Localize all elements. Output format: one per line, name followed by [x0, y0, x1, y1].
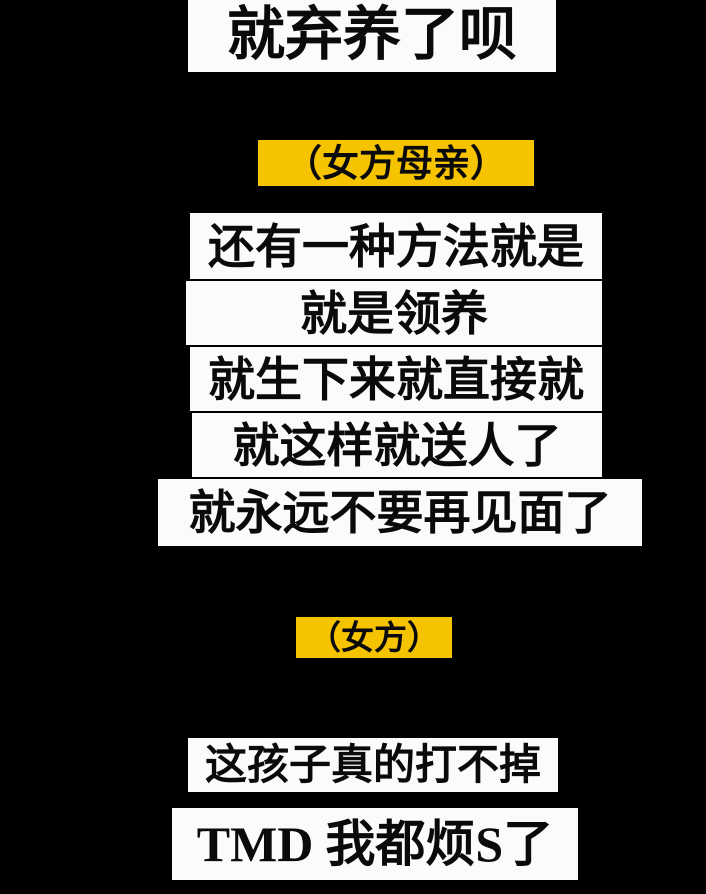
caption-line-1: 还有一种方法就是	[190, 213, 602, 279]
caption-line-7-latin-prefix: TMD	[196, 816, 314, 872]
caption-line-3-text: 就生下来就直接就	[208, 352, 584, 406]
caption-line-5: 就永远不要再见面了	[158, 479, 642, 546]
caption-headline: 就弃养了呗	[188, 0, 556, 72]
caption-line-7-chinese-mid: 我都烦	[325, 816, 476, 872]
speaker-tag-woman-text: （女方）	[308, 619, 440, 656]
caption-headline-text: 就弃养了呗	[226, 2, 517, 67]
caption-line-4-text: 就这样就送人了	[232, 418, 562, 472]
caption-line-7-chinese-tail: 了	[503, 816, 554, 872]
caption-line-6-text: 这孩子真的打不掉	[204, 741, 541, 788]
caption-line-2: 就是领养	[186, 281, 602, 345]
caption-line-1-text: 还有一种方法就是	[208, 219, 584, 273]
caption-line-3: 就生下来就直接就	[190, 347, 602, 411]
speaker-tag-womans-mother: （女方母亲）	[258, 140, 534, 186]
caption-line-6: 这孩子真的打不掉	[188, 738, 558, 792]
caption-line-7-latin-inner: S	[475, 816, 504, 872]
speaker-tag-womans-mother-text: （女方母亲）	[285, 142, 507, 184]
caption-line-2-text: 就是领养	[300, 286, 488, 340]
caption-line-4: 就这样就送人了	[192, 413, 602, 477]
caption-line-5-text: 就永远不要再见面了	[188, 486, 612, 539]
speaker-tag-woman: （女方）	[296, 617, 452, 658]
